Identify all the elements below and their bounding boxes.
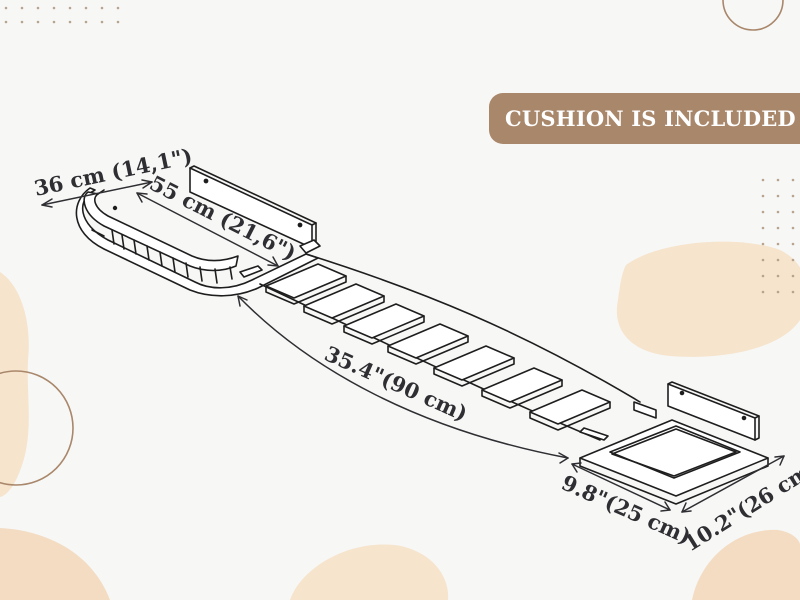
dimension-label-bridge-length: 35.4"(90 cm) (321, 341, 471, 426)
decorative-circle-top (722, 0, 784, 31)
bridge-rail-top (305, 253, 641, 403)
dot-grid-top-left (4, 6, 120, 24)
decorative-blob-bottom-left (0, 528, 110, 600)
bridge-step (387, 323, 469, 359)
decorative-blob-left (0, 272, 29, 497)
dot-grid-right (761, 178, 795, 294)
decorative-blob-bottom-right (692, 529, 800, 600)
cushion-included-banner: CUSHION IS INCLUDED (489, 93, 800, 144)
cat-bridge-drawing (75, 165, 769, 505)
decorative-blob-right (616, 241, 800, 357)
decorative-blob-bottom-center (290, 544, 449, 600)
bridge-step (343, 303, 425, 339)
banner-text: CUSHION IS INCLUDED (505, 106, 796, 131)
bed-rail (83, 191, 239, 272)
dimension-lines (41, 179, 785, 513)
decorative-circle-left (0, 370, 74, 486)
